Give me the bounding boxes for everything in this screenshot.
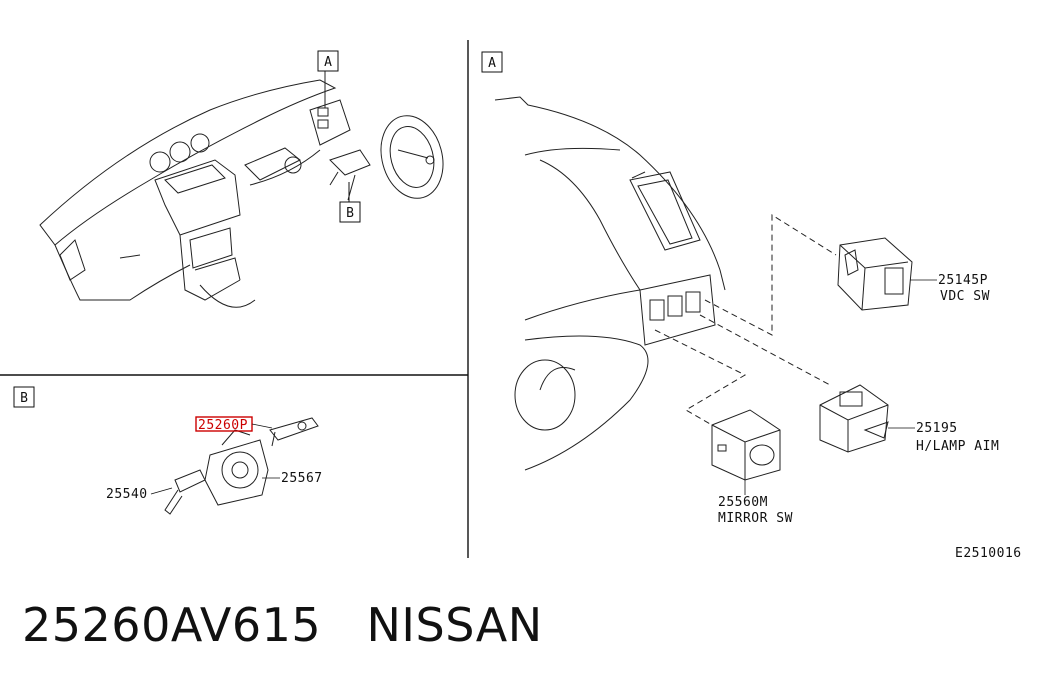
part-name-mirror-sw: MIRROR SW xyxy=(718,511,793,526)
callout-a-top-left: A xyxy=(317,50,339,72)
callout-a-label: A xyxy=(324,55,332,70)
footer-brand: NISSAN xyxy=(366,598,543,652)
part-number-25195: 25195 xyxy=(916,421,958,436)
part-label-25260p[interactable]: 25260P xyxy=(195,416,273,433)
panel-b-label: B xyxy=(20,391,28,406)
part-label-25540[interactable]: 25540 xyxy=(106,487,173,502)
mirror-switch-drawing xyxy=(711,409,781,481)
part-label-25560m[interactable]: 25560M MIRROR SW xyxy=(718,480,793,526)
hlamp-aim-switch-drawing xyxy=(819,384,889,453)
diagram-code: E2510016 xyxy=(955,546,1022,561)
vdc-switch-drawing xyxy=(837,237,913,311)
part-number-25145p: 25145P xyxy=(938,273,988,288)
part-label-25567[interactable]: 25567 xyxy=(262,471,323,486)
combination-switch-drawing xyxy=(164,417,319,515)
part-label-25195[interactable]: 25195 H/LAMP AIM xyxy=(888,421,999,454)
part-name-vdc-sw: VDC SW xyxy=(940,289,990,304)
footer-caption: 25260AV615 NISSAN xyxy=(22,598,543,652)
callout-b-label: B xyxy=(346,206,354,221)
part-label-25145p[interactable]: 25145P VDC SW xyxy=(910,273,990,304)
callout-b-top-left: B xyxy=(339,182,361,223)
dashboard-overview-drawing xyxy=(39,65,444,308)
part-number-25540: 25540 xyxy=(106,487,148,502)
part-number-25567: 25567 xyxy=(281,471,323,486)
footer-part-number: 25260AV615 xyxy=(22,598,322,652)
part-number-25260p: 25260P xyxy=(198,418,248,433)
part-number-25560m: 25560M xyxy=(718,495,768,510)
panel-b-box-label: B xyxy=(13,386,35,408)
instrument-panel-drawing xyxy=(494,96,726,471)
part-name-hlamp-aim: H/LAMP AIM xyxy=(916,439,999,454)
panel-a-label: A xyxy=(488,56,496,71)
panel-a-box-label: A xyxy=(481,51,503,73)
dashed-leaders xyxy=(654,214,837,426)
